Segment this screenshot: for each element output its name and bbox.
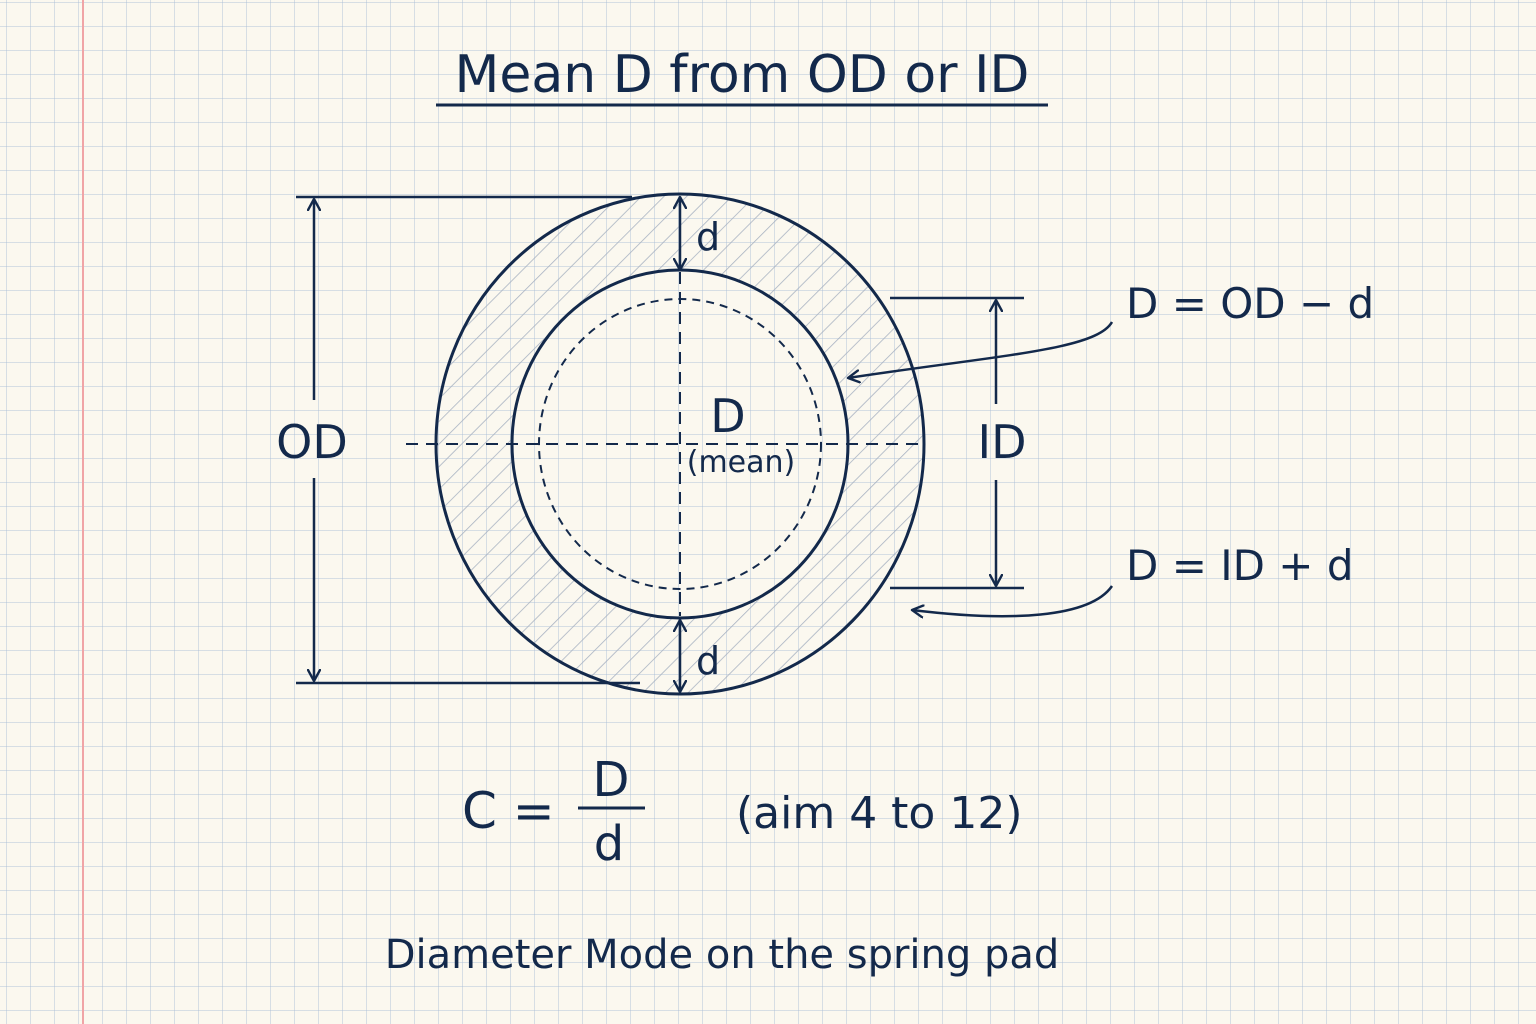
spring-index-denominator: d — [594, 816, 624, 872]
mean-diameter-caption: (mean) — [687, 445, 796, 480]
footer-caption: Diameter Mode on the spring pad — [385, 932, 1060, 978]
wire-diameter-label-bottom: d — [696, 639, 720, 683]
page-title: Mean D from OD or ID — [455, 45, 1030, 105]
id-label: ID — [978, 415, 1027, 469]
spring-index-numerator: D — [593, 752, 630, 808]
equation-from-id: D = ID + d — [1126, 541, 1354, 590]
wire-cross-section-ring — [436, 193, 925, 695]
wire-diameter-label-top: d — [696, 215, 720, 259]
od-label: OD — [276, 415, 348, 469]
equation-from-od-pointer — [848, 321, 1114, 378]
spring-index-note: (aim 4 to 12) — [736, 788, 1023, 839]
equation-from-od: D = OD − d — [1126, 279, 1374, 328]
equation-from-id-pointer — [912, 585, 1114, 616]
mean-diameter-symbol: D — [710, 389, 745, 443]
spring-index-lhs: C = — [462, 782, 555, 840]
notebook-margin-line — [82, 0, 84, 1024]
